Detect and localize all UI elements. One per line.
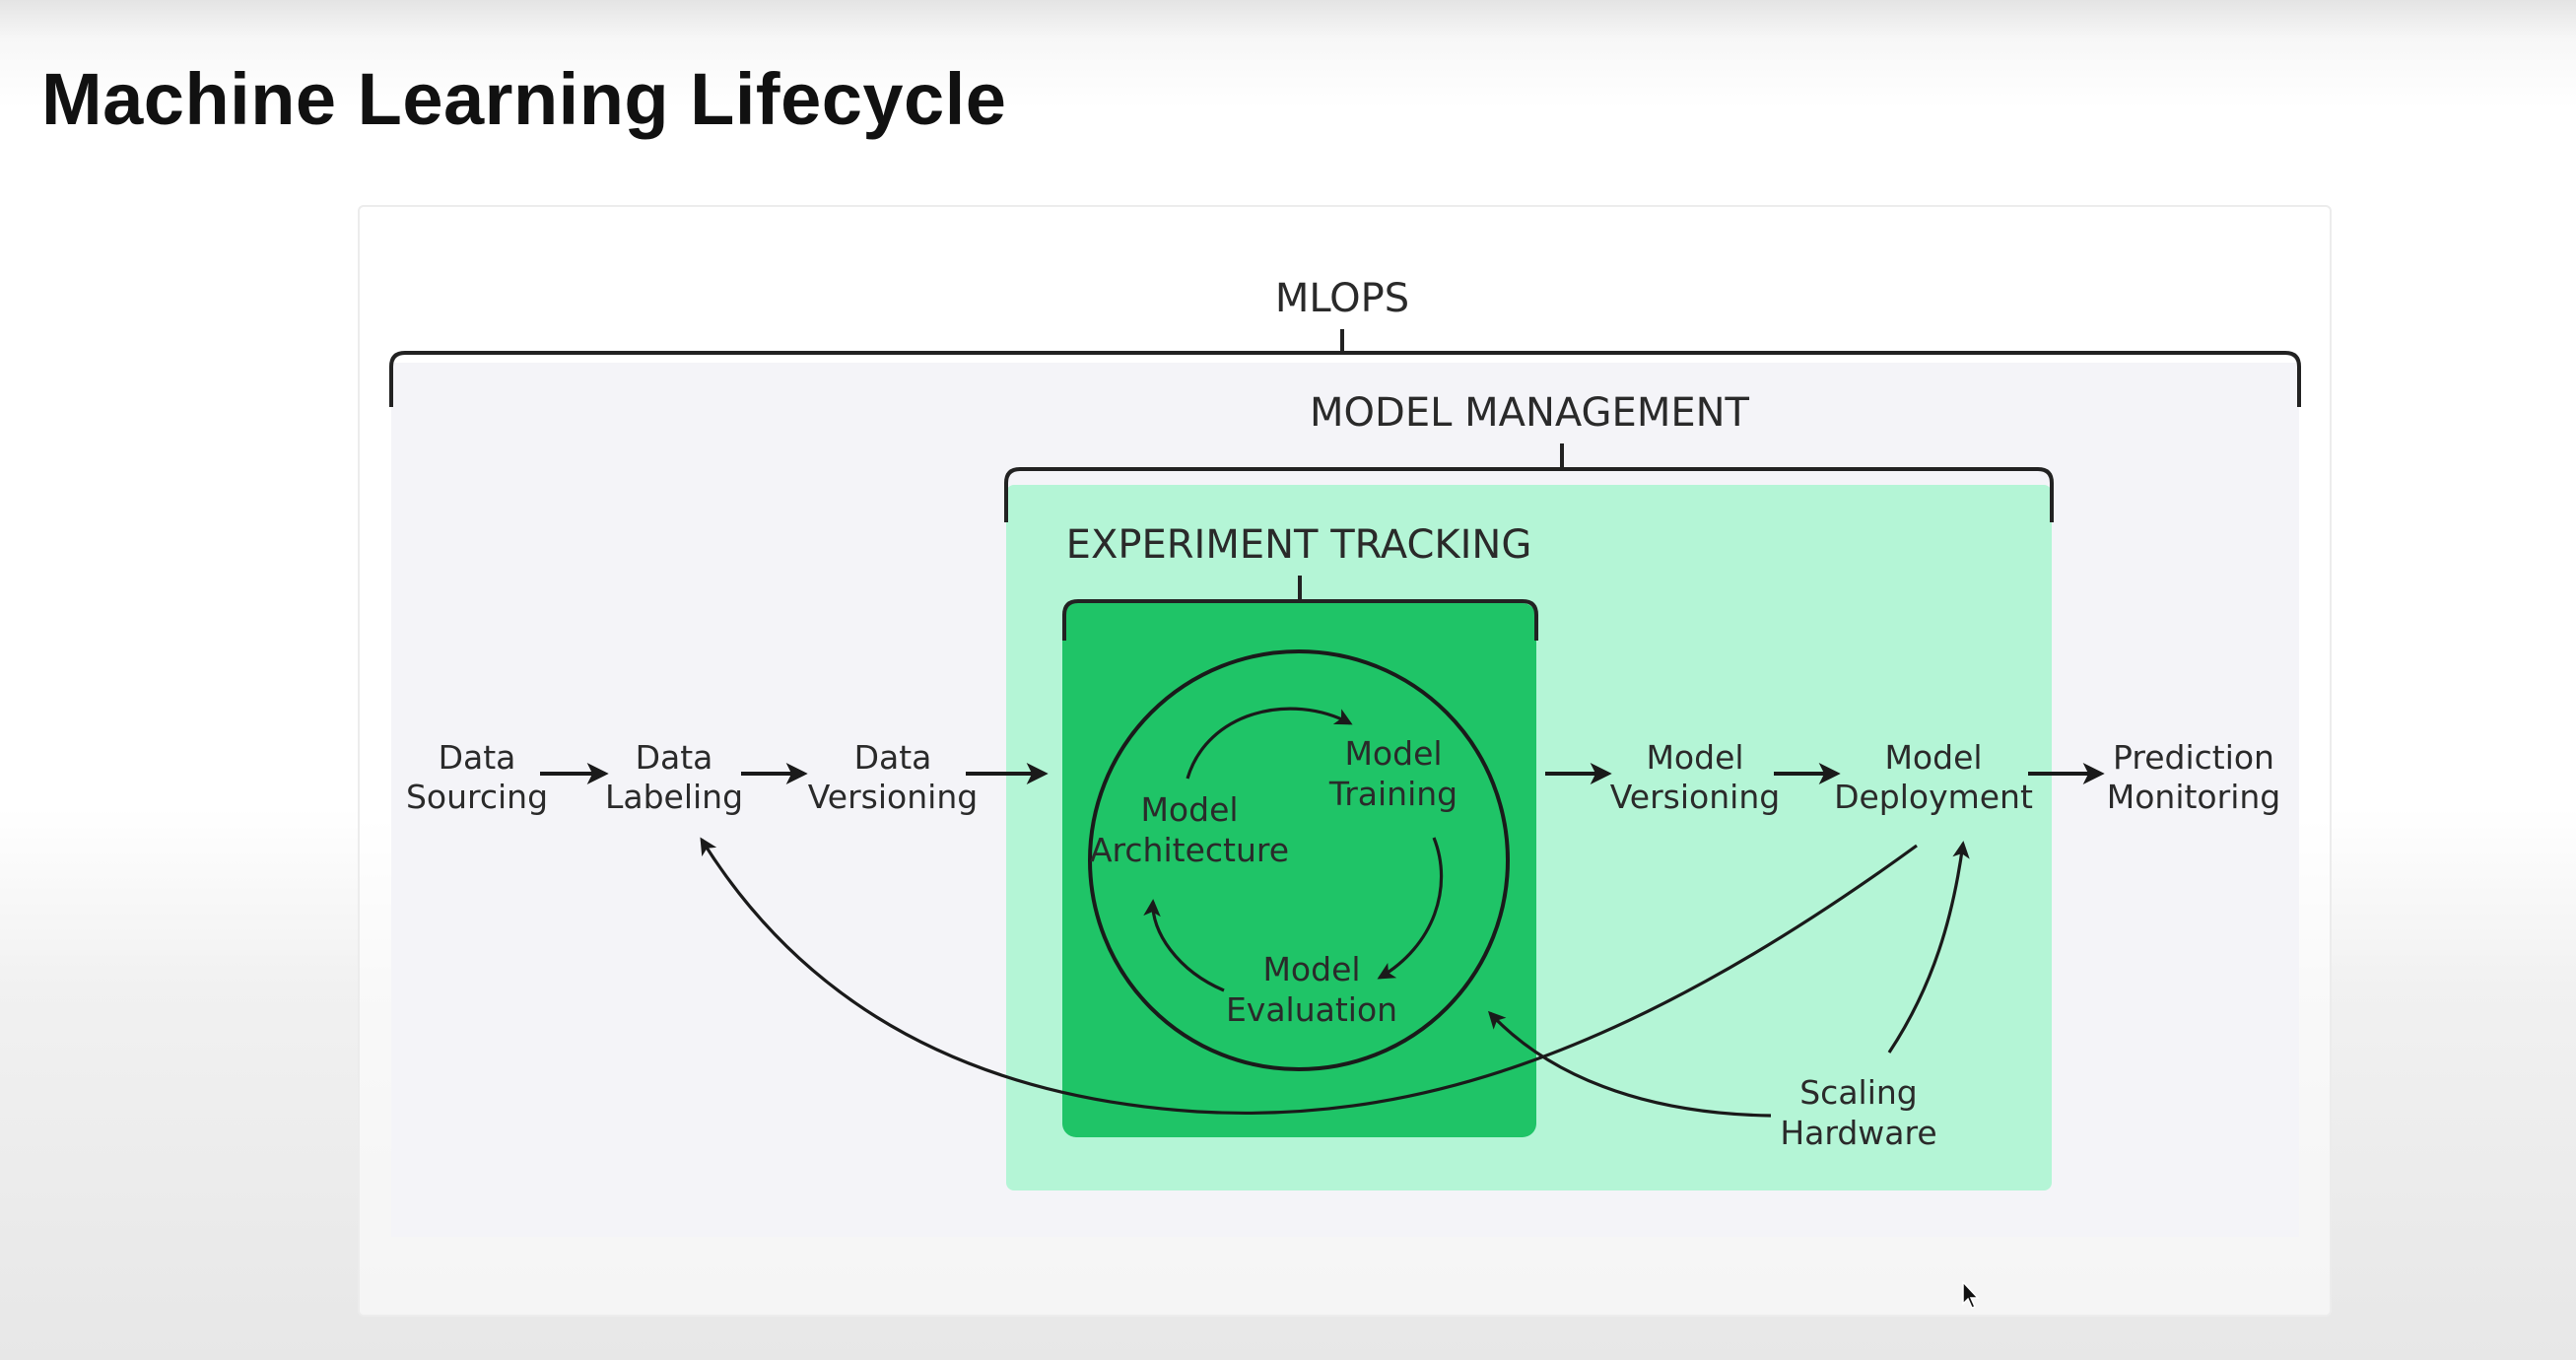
experiment-tracking-bracket [1062,576,1538,641]
node-prediction-monitoring-line2: Monitoring [2107,778,2280,816]
node-data-versioning-line2: Versioning [808,778,978,816]
node-prediction-monitoring: Prediction Monitoring [2107,738,2280,816]
node-model-deployment: Model Deployment [1834,738,2033,816]
node-model-training-line1: Model [1344,734,1442,773]
arrow-evaluation-to-architecture [1143,899,1225,992]
node-data-sourcing: Data Sourcing [406,738,548,816]
node-model-evaluation: Model Evaluation [1226,950,1397,1029]
node-data-labeling-line1: Data [636,738,713,777]
node-scaling-hardware-line1: Scaling [1799,1073,1918,1112]
arrow-scaling-to-deployment [1887,841,1970,1054]
mlops-bracket [389,329,2301,407]
node-model-evaluation-line2: Evaluation [1226,990,1397,1029]
mlops-label: MLOPS [1275,276,1409,321]
node-model-architecture-line1: Model [1140,790,1238,829]
node-model-training: Model Training [1328,734,1457,813]
arrow-scaling-to-training-cycle [1487,1010,1772,1118]
node-prediction-monitoring-line1: Prediction [2113,738,2274,777]
experiment-tracking-label: EXPERIMENT TRACKING [1066,522,1532,568]
node-model-training-line2: Training [1328,775,1457,813]
node-data-labeling: Data Labeling [605,738,743,816]
node-model-architecture-line2: Architecture [1090,831,1289,869]
node-scaling-hardware: Scaling Hardware [1780,1073,1936,1152]
node-model-versioning-line2: Versioning [1610,778,1780,816]
node-model-evaluation-line1: Model [1262,950,1360,988]
node-model-deployment-line1: Model [1884,738,1982,777]
mouse-cursor-icon [1962,1281,1980,1309]
node-data-versioning-line1: Data [854,738,932,777]
node-model-architecture: Model Architecture [1090,790,1289,869]
node-data-labeling-line2: Labeling [605,778,743,816]
training-cycle-circle [1088,649,1510,1071]
node-scaling-hardware-line2: Hardware [1780,1114,1936,1152]
node-data-sourcing-line2: Sourcing [406,778,548,816]
node-model-versioning-line1: Model [1646,738,1743,777]
model-management-label: MODEL MANAGEMENT [1310,390,1750,436]
node-data-versioning: Data Versioning [808,738,978,816]
page-title: Machine Learning Lifecycle [41,58,1007,140]
node-model-versioning: Model Versioning [1610,738,1780,816]
feedback-deployment-to-labeling [700,837,1918,1116]
model-management-bracket [1004,443,2054,522]
node-data-sourcing-line1: Data [439,738,516,777]
arrow-architecture-to-training [1186,707,1353,780]
experiment-tracking-region [1062,603,1536,1137]
arrow-training-to-evaluation [1377,837,1444,980]
node-model-deployment-line2: Deployment [1834,778,2033,816]
